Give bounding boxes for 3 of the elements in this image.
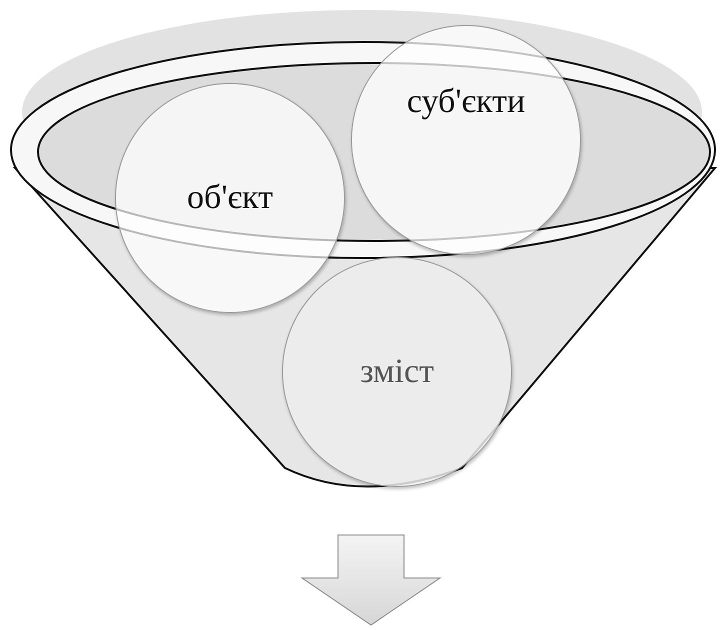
circle-label: об'єкт	[187, 181, 273, 215]
circle-label: суб'єкти	[406, 85, 526, 119]
circle-label: зміст	[360, 355, 434, 389]
